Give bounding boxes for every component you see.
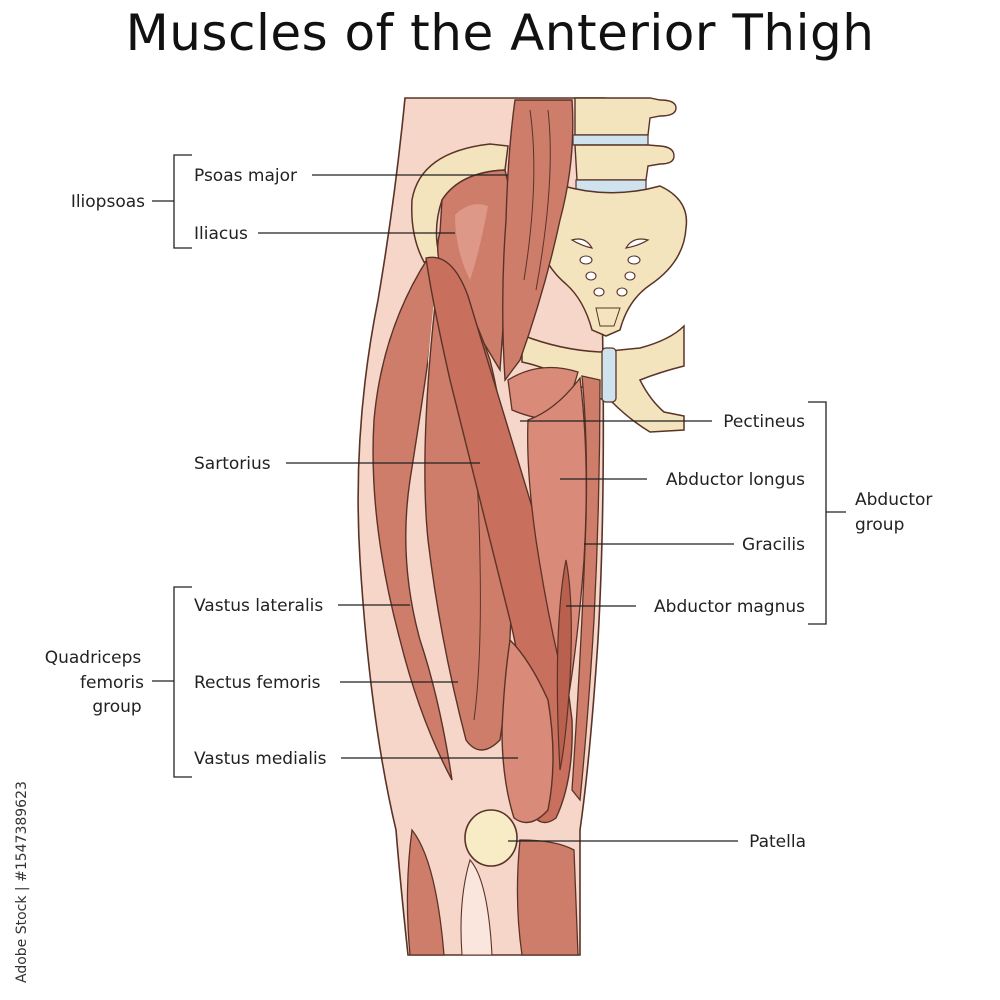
label-gracilis: Gracilis [742, 535, 805, 555]
lower-leg-lateral-muscle [406, 828, 445, 956]
vastus-medialis-muscle [501, 638, 554, 824]
label-abductor-longus: Abductor longus [666, 470, 805, 490]
watermark-text: Adobe Stock | #1547389623 [14, 781, 30, 983]
label-patella: Patella [749, 832, 806, 852]
page-title: Muscles of the Anterior Thigh [125, 4, 875, 62]
gracilis-muscle [571, 375, 601, 802]
label-quadriceps-line2: femoris [80, 673, 144, 693]
label-vastus-medialis: Vastus medialis [194, 749, 327, 769]
patellar-ligament [460, 858, 493, 956]
label-sartorius: Sartorius [194, 454, 271, 474]
label-abductor-magnus: Abductor magnus [654, 597, 805, 617]
sacrum [537, 184, 688, 337]
patella-bone [464, 809, 518, 867]
stock-watermark: Adobe Stock | #1547389623 [14, 781, 30, 983]
adductor-magnus-muscle [556, 559, 572, 771]
label-pectineus: Pectineus [723, 412, 805, 432]
label-quadriceps-line1: Quadriceps [45, 648, 142, 668]
vastus-lateralis-muscle [372, 256, 453, 781]
label-vastus-lateralis: Vastus lateralis [194, 596, 323, 616]
label-abductor-group-line2: group [855, 515, 904, 535]
label-iliacus: Iliacus [194, 224, 248, 244]
label-iliopsoas: Iliopsoas [71, 192, 145, 212]
label-psoas-major: Psoas major [194, 166, 297, 186]
label-abductor-group-line1: Abductor [855, 490, 932, 510]
lumbar-vertebrae [572, 97, 677, 195]
leader-lines [152, 154, 846, 842]
label-quadriceps-line3: group [92, 697, 141, 717]
lower-leg-medial-muscle [516, 839, 579, 956]
psoas-major-muscle [502, 99, 574, 382]
label-rectus-femoris: Rectus femoris [194, 673, 321, 693]
